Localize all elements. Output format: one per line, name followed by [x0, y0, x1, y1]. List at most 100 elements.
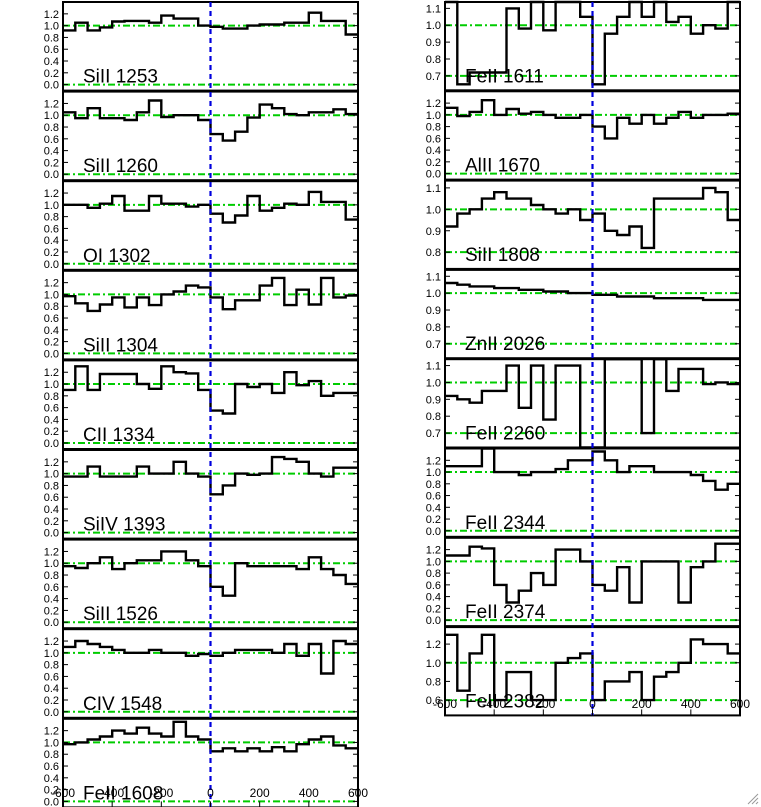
- ytick-label-1-1-2: 0.4: [426, 145, 441, 157]
- ytick-label-0-6-6: 1.2: [44, 546, 59, 558]
- ytick-label-0-3-3: 0.6: [44, 313, 59, 325]
- ytick-label-0-2-1: 0.2: [44, 247, 59, 259]
- ytick-label-0-1-5: 1.0: [44, 110, 59, 122]
- ytick-label-0-5-1: 0.2: [44, 516, 59, 528]
- ytick-label-0-3-2: 0.4: [44, 325, 59, 337]
- panel-frame-0-1: [62, 90, 359, 182]
- panel-frame-0-8: [62, 717, 359, 807]
- panel-label-0-7: CIV 1548: [83, 694, 162, 715]
- ytick-label-0-8-3: 0.6: [44, 761, 59, 773]
- ytick-label-1-1-1: 0.2: [426, 157, 441, 169]
- ytick-label-0-8-5: 1.0: [44, 737, 59, 749]
- ytick-label-1-6-1: 0.2: [426, 603, 441, 615]
- ytick-label-0-7-5: 1.0: [44, 648, 59, 660]
- ytick-label-0-3-6: 1.2: [44, 278, 59, 290]
- ytick-label-1-1-3: 0.6: [426, 133, 441, 145]
- ytick-label-0-5-0: 0.0: [44, 528, 59, 540]
- panel-label-0-1: SiII 1260: [83, 156, 158, 177]
- ytick-label-1-3-3: 1.0: [426, 288, 441, 300]
- ytick-label-0-3-1: 0.2: [44, 337, 59, 349]
- ytick-label-0-0-6: 1.2: [44, 9, 59, 21]
- ytick-label-1-5-5: 1.0: [426, 467, 441, 479]
- panel-label-1-7: FeII 2382: [465, 691, 545, 712]
- ytick-label-0-0-5: 1.0: [44, 21, 59, 33]
- ytick-label-1-6-6: 1.2: [426, 545, 441, 557]
- flux-step-1-2: [445, 186, 740, 250]
- ytick-label-0-0-4: 0.8: [44, 32, 59, 44]
- ytick-label-0-5-2: 0.4: [44, 504, 59, 516]
- ytick-label-0-1-1: 0.2: [44, 157, 59, 169]
- xtick-label-0-3: 0: [207, 786, 214, 800]
- panel-frame-0-6: [62, 538, 359, 630]
- ytick-label-0-4-4: 0.8: [44, 391, 59, 403]
- panel-label-0-2: OI 1302: [83, 246, 151, 267]
- panel-label-0-0: SiII 1253: [83, 67, 158, 88]
- ytick-label-0-5-5: 1.0: [44, 469, 59, 481]
- ytick-label-0-2-6: 1.2: [44, 188, 59, 200]
- ytick-label-0-7-1: 0.2: [44, 695, 59, 707]
- ytick-label-0-4-2: 0.4: [44, 414, 59, 426]
- flux-step-0-0: [63, 11, 358, 36]
- ytick-label-1-6-2: 0.4: [426, 592, 441, 604]
- xtick-label-0-6: 600: [348, 786, 368, 800]
- ytick-label-0-2-0: 0.0: [44, 259, 59, 271]
- ytick-label-1-5-6: 1.2: [426, 455, 441, 467]
- ytick-label-1-3-0: 0.7: [426, 339, 441, 351]
- ytick-label-0-8-6: 1.2: [44, 726, 59, 738]
- ytick-label-1-7-2: 1.0: [426, 658, 441, 670]
- resize-grip-icon[interactable]: [747, 793, 759, 805]
- panel-label-0-5: SiIV 1393: [83, 515, 165, 536]
- xtick-label-0-1: -400: [100, 786, 124, 800]
- ytick-label-1-4-1: 0.8: [426, 411, 441, 423]
- ytick-label-1-0-4: 1.1: [426, 3, 441, 15]
- ytick-label-1-0-0: 0.7: [426, 71, 441, 83]
- ytick-label-1-0-3: 1.0: [426, 20, 441, 32]
- ytick-label-0-7-6: 1.2: [44, 636, 59, 648]
- ytick-label-0-7-3: 0.6: [44, 671, 59, 683]
- ytick-label-1-2-0: 0.8: [426, 247, 441, 259]
- xtick-label-0-2: -200: [149, 786, 173, 800]
- ytick-label-1-1-5: 1.0: [426, 110, 441, 122]
- flux-step-1-7: [445, 633, 740, 702]
- ytick-label-0-0-1: 0.2: [44, 68, 59, 80]
- ytick-label-1-0-1: 0.8: [426, 54, 441, 66]
- ytick-label-0-7-4: 0.8: [44, 660, 59, 672]
- panel-label-0-8: FeII 1608: [83, 783, 163, 804]
- ytick-label-1-4-3: 1.0: [426, 377, 441, 389]
- ytick-label-1-6-4: 0.8: [426, 568, 441, 580]
- ytick-label-1-5-0: 0.0: [426, 526, 441, 538]
- ytick-label-1-6-0: 0.0: [426, 615, 441, 627]
- ytick-label-1-3-2: 0.9: [426, 305, 441, 317]
- xtick-label-0-4: 200: [250, 786, 270, 800]
- ytick-label-0-2-3: 0.6: [44, 223, 59, 235]
- flux-step-0-3: [63, 276, 358, 313]
- xtick-label-1-6: 600: [730, 697, 750, 711]
- panel-label-1-3: ZnII 2026: [465, 334, 545, 355]
- ytick-label-0-0-3: 0.6: [44, 44, 59, 56]
- ytick-label-0-8-0: 0.0: [44, 796, 59, 807]
- ytick-label-0-0-0: 0.0: [44, 80, 59, 92]
- ytick-label-0-6-0: 0.0: [44, 617, 59, 629]
- xtick-label-1-2: -200: [531, 697, 555, 711]
- ytick-label-0-1-2: 0.4: [44, 146, 59, 158]
- ytick-label-0-1-4: 0.8: [44, 122, 59, 134]
- ytick-label-0-6-1: 0.2: [44, 605, 59, 617]
- ytick-label-0-1-3: 0.6: [44, 134, 59, 146]
- ytick-label-0-3-4: 0.8: [44, 301, 59, 313]
- ytick-label-0-1-0: 0.0: [44, 169, 59, 181]
- ytick-label-1-4-0: 0.7: [426, 428, 441, 440]
- ytick-label-0-7-2: 0.4: [44, 683, 59, 695]
- ytick-label-1-0-2: 0.9: [426, 37, 441, 49]
- ytick-label-1-4-4: 1.1: [426, 361, 441, 373]
- ytick-label-1-7-1: 0.8: [426, 676, 441, 688]
- ytick-label-1-2-2: 1.0: [426, 204, 441, 216]
- ytick-label-1-2-1: 0.9: [426, 226, 441, 238]
- ytick-label-0-7-0: 0.0: [44, 707, 59, 719]
- ytick-label-0-6-2: 0.4: [44, 594, 59, 606]
- panel-label-1-5: FeII 2344: [465, 513, 546, 534]
- ytick-label-0-4-1: 0.2: [44, 426, 59, 438]
- flux-step-1-3: [445, 281, 740, 302]
- ytick-label-0-8-1: 0.2: [44, 785, 59, 797]
- xtick-label-1-3: 0: [589, 697, 596, 711]
- ytick-label-1-4-2: 0.9: [426, 394, 441, 406]
